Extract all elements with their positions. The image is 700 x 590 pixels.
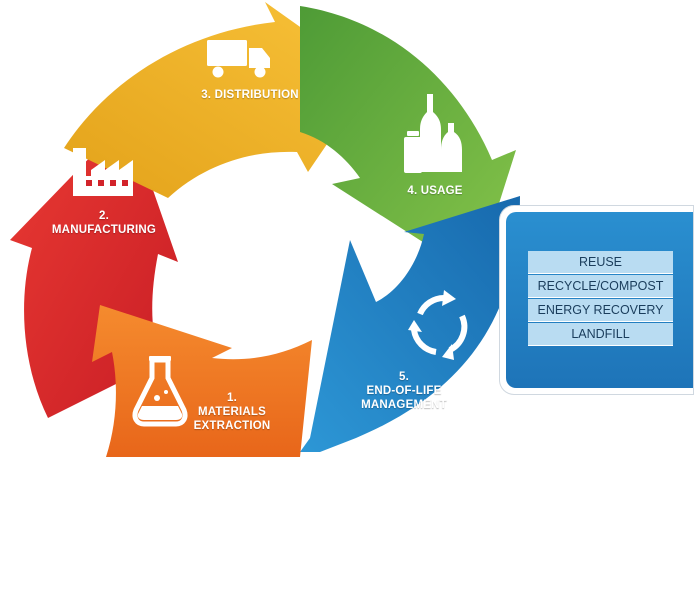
least-preferred-label: LEAST PREFERRED [552,574,660,586]
stage-label-manufacturing: 2. MANUFACTURING [40,209,168,237]
stage-number: 3. [201,89,212,101]
stage-number: 4. [407,185,418,197]
recycle-icon [408,290,468,360]
hierarchy-item-energy-recovery: ENERGY RECOVERY [528,299,673,322]
stage-name-line2: EXTRACTION [193,420,271,432]
stage-label-usage: 4. USAGE [395,184,475,198]
hierarchy-item-landfill: LANDFILL [528,323,673,346]
stage-label-materials-extraction: 1. MATERIALS EXTRACTION [186,391,278,433]
stage-label-end-of-life: 5. END-OF-LIFE MANAGEMENT [340,370,468,412]
flask-icon [132,356,188,427]
stage-name-line2: MANAGEMENT [361,399,447,411]
stage-name: MANUFACTURING [51,224,157,236]
distribution-arrow [64,2,372,198]
truck-icon [207,40,270,78]
bottles-icon [404,94,462,173]
most-preferred-label: MOST PREFERRED [554,433,658,445]
stage-number: 5. [399,371,409,383]
stage-name: DISTRIBUTION [214,89,299,101]
stage-label-distribution: 3. DISTRIBUTION [198,88,302,102]
stage-name: USAGE [420,185,463,197]
stage-number: 1. [227,392,237,404]
stage-name: MATERIALS [197,406,267,418]
hierarchy-item-recycle-compost: RECYCLE/COMPOST [528,275,673,298]
end-of-life-arrow [300,196,520,452]
stage-number: 2. [99,210,109,222]
lifecycle-diagram [10,2,520,457]
stage-name: END-OF-LIFE [366,385,442,397]
hierarchy-item-reuse: REUSE [528,251,673,274]
factory-icon [73,148,133,196]
materials-extraction-arrow [92,305,312,457]
